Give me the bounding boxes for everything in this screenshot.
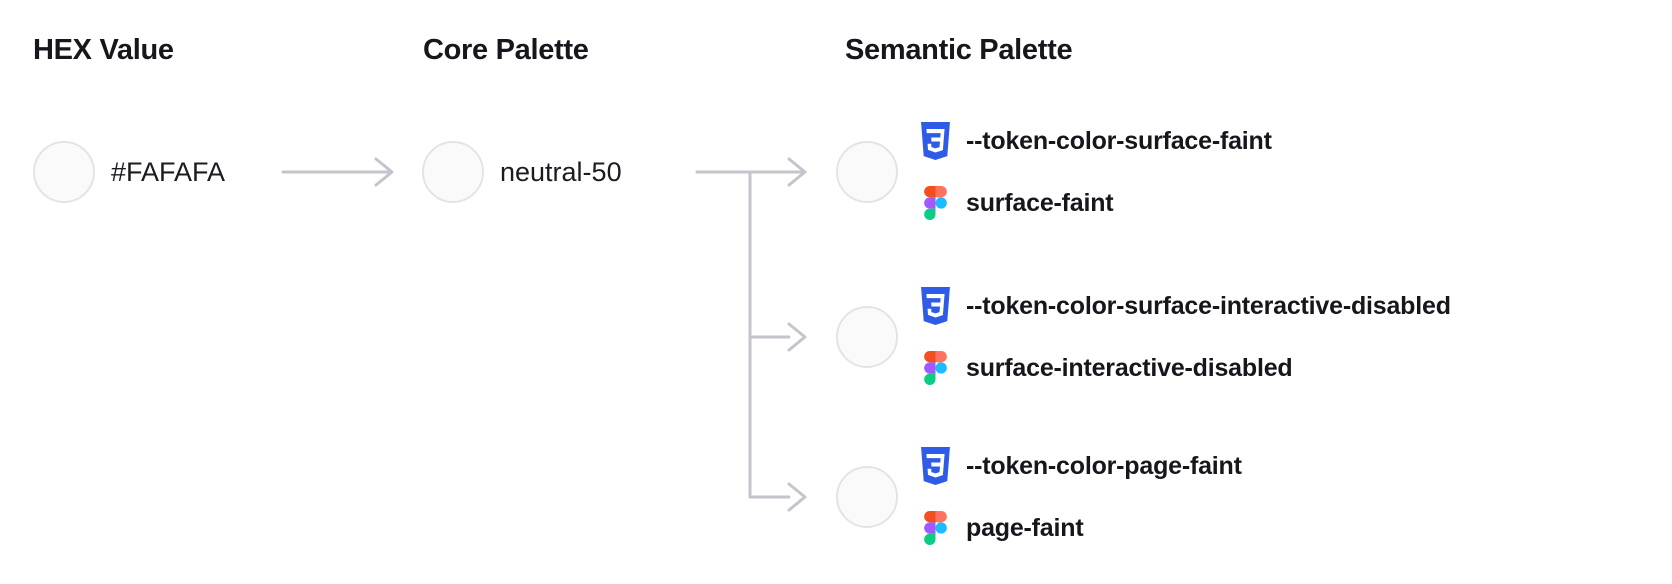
core-palette-row: neutral-50 bbox=[422, 141, 622, 203]
hex-column-header: HEX Value bbox=[33, 34, 174, 66]
arrow-hex-to-core bbox=[281, 157, 394, 187]
css3-shield-icon bbox=[916, 287, 954, 325]
semantic-palette-column-header: Semantic Palette bbox=[845, 34, 1073, 66]
css-token-row: --token-color-surface-faint bbox=[916, 119, 1272, 163]
figma-logo-icon bbox=[916, 186, 954, 220]
css-token-label: --token-color-surface-interactive-disabl… bbox=[966, 291, 1451, 320]
arrow-branch-semantic-3 bbox=[748, 482, 807, 512]
css-token-row: --token-color-surface-interactive-disabl… bbox=[916, 284, 1451, 328]
hex-color-swatch bbox=[33, 141, 95, 203]
css-token-label: --token-color-page-faint bbox=[966, 451, 1242, 480]
hex-value-label: #FAFAFA bbox=[111, 156, 226, 187]
semantic-entry-page-faint: --token-color-page-faint page-faint bbox=[836, 442, 1242, 552]
css3-shield-icon bbox=[916, 122, 954, 160]
figma-token-label: surface-faint bbox=[966, 188, 1114, 217]
css3-shield-icon bbox=[916, 447, 954, 485]
core-color-swatch bbox=[422, 141, 484, 203]
arrow-core-to-semantic-1 bbox=[695, 157, 807, 187]
figma-token-label: surface-interactive-disabled bbox=[966, 353, 1293, 382]
core-value-label: neutral-50 bbox=[500, 156, 622, 187]
figma-logo-icon bbox=[916, 511, 954, 545]
arrow-branch-semantic-2 bbox=[748, 322, 807, 352]
css-token-row: --token-color-page-faint bbox=[916, 444, 1242, 488]
semantic-color-swatch bbox=[836, 466, 898, 528]
hex-value-row: #FAFAFA bbox=[33, 141, 225, 203]
figma-token-row: surface-interactive-disabled bbox=[916, 346, 1451, 390]
css-token-label: --token-color-surface-faint bbox=[966, 126, 1272, 155]
figma-token-row: page-faint bbox=[916, 506, 1242, 550]
semantic-entry-surface-interactive-disabled: --token-color-surface-interactive-disabl… bbox=[836, 282, 1451, 392]
figma-token-label: page-faint bbox=[966, 513, 1084, 542]
figma-token-row: surface-faint bbox=[916, 181, 1272, 225]
semantic-entry-surface-faint: --token-color-surface-faint surface-fain… bbox=[836, 117, 1272, 227]
semantic-color-swatch bbox=[836, 306, 898, 368]
figma-logo-icon bbox=[916, 351, 954, 385]
semantic-color-swatch bbox=[836, 141, 898, 203]
core-palette-column-header: Core Palette bbox=[423, 34, 589, 66]
